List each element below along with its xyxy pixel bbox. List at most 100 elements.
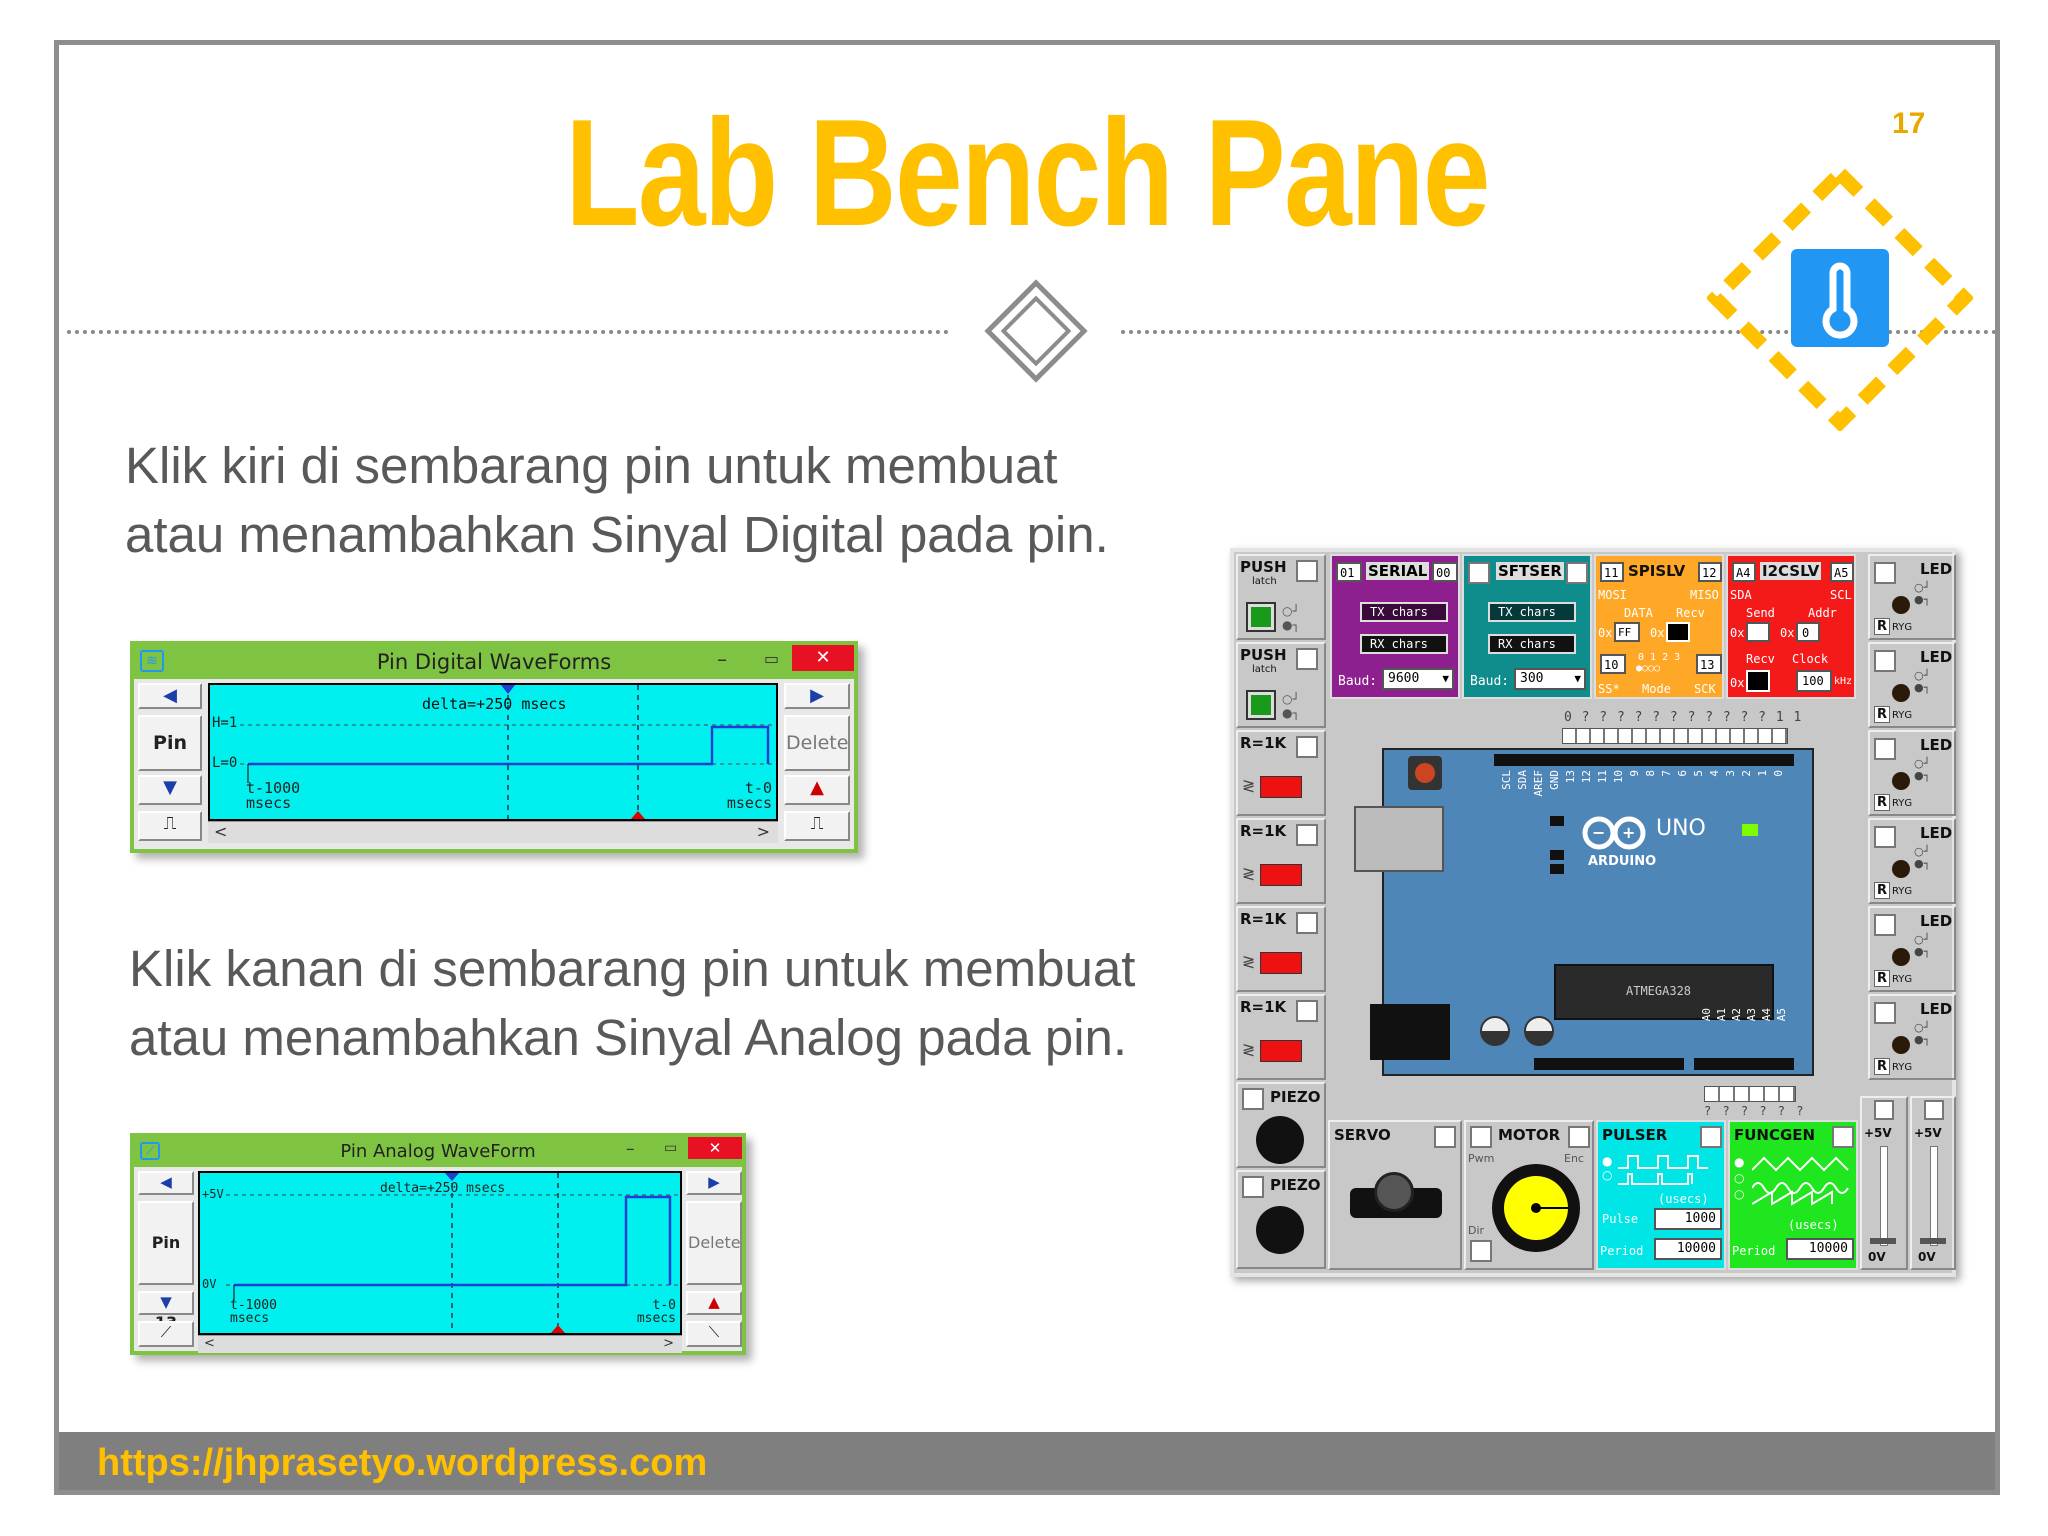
resistor-4-device[interactable]: R=1K ≷ (1236, 994, 1326, 1080)
led4-checkbox[interactable] (1874, 826, 1896, 848)
sftser-rx-button[interactable]: RX chars (1488, 634, 1576, 654)
digital-edge-button[interactable]: ⎍ (138, 811, 202, 841)
led1-checkbox[interactable] (1874, 562, 1896, 584)
minimize-button[interactable]: – (717, 647, 727, 671)
scroll-left-arrow[interactable]: < (204, 1336, 215, 1351)
r1-switch[interactable] (1260, 776, 1302, 798)
footer-url[interactable]: https://jhprasetyo.wordpress.com (97, 1442, 708, 1484)
spislv-mode-radios[interactable]: ●○○○ (1636, 663, 1661, 674)
scroll-right-button[interactable]: ▶ (686, 1171, 742, 1195)
motor-device[interactable]: MOTOR Pwm Enc Dir (1464, 1120, 1594, 1270)
delete-button[interactable]: Delete (784, 715, 850, 771)
r4-checkbox[interactable] (1296, 1000, 1318, 1022)
resistor-1-device[interactable]: R=1K ≷ (1236, 730, 1326, 816)
analog-pin-header[interactable] (1704, 1086, 1796, 1102)
i2cslv-addr-value[interactable]: 0 (1796, 622, 1820, 642)
serial-device[interactable]: 01 SERIAL 00 TX chars RX chars Baud: 960… (1330, 554, 1460, 699)
serial-tx-button[interactable]: TX chars (1360, 602, 1448, 622)
scroll-left-arrow[interactable]: < (214, 822, 228, 841)
pulser-pulse-value[interactable]: 1000 (1654, 1208, 1722, 1230)
led5-checkbox[interactable] (1874, 914, 1896, 936)
i2cslv-device[interactable]: A4 I2CSLV A5 SDA SCL Send Addr 0x 0x 0 R… (1726, 554, 1856, 699)
sftser-checkbox-2[interactable] (1566, 562, 1588, 584)
zoom-in-button[interactable]: ▼ (138, 775, 202, 805)
voltage-slider-2[interactable]: +5V 0V (1910, 1096, 1956, 1270)
minimize-button[interactable]: – (626, 1139, 635, 1159)
scroll-left-button[interactable]: ◀ (138, 1171, 194, 1195)
sftser-checkbox[interactable] (1468, 562, 1490, 584)
vslide2-track[interactable] (1930, 1146, 1938, 1246)
pulser-radios[interactable]: ●○ (1602, 1154, 1613, 1182)
led3-checkbox[interactable] (1874, 738, 1896, 760)
spislv-device[interactable]: 11 SPISLV 12 MOSI MISO DATA Recv 0x FF 0… (1594, 554, 1724, 699)
r2-checkbox[interactable] (1296, 824, 1318, 846)
maximize-button[interactable]: ▭ (764, 649, 780, 668)
digital-waveform-window[interactable]: ≋ Pin Digital WaveForms – ▭ ✕ ◀ Pin 13 ▼… (130, 641, 858, 853)
push2-checkbox[interactable] (1296, 648, 1318, 670)
reset-button[interactable] (1408, 756, 1442, 790)
funcgen-radios[interactable]: ●○○ (1734, 1155, 1745, 1201)
push1-checkbox[interactable] (1296, 560, 1318, 582)
vslide2-thumb[interactable] (1920, 1238, 1946, 1244)
i2cslv-send-value[interactable] (1746, 622, 1770, 642)
scroll-right-button[interactable]: ▶ (784, 683, 850, 709)
piezo-2-device[interactable]: PIEZO (1236, 1170, 1326, 1269)
servo-device[interactable]: SERVO (1328, 1120, 1462, 1270)
zoom-in-button[interactable]: ▼ (138, 1291, 194, 1315)
servo-checkbox[interactable] (1434, 1126, 1456, 1148)
pulser-checkbox[interactable] (1700, 1126, 1722, 1148)
pulser-device[interactable]: PULSER ●○ (usecs) Pulse 1000 Period 1000… (1596, 1120, 1726, 1270)
digital-pin-header[interactable] (1562, 728, 1788, 744)
analog-ramp-button[interactable]: ⟋ (138, 1321, 194, 1347)
push-button-2-device[interactable]: PUSH latch ○┘●┐ (1236, 642, 1326, 728)
push1-green-button[interactable] (1246, 602, 1276, 632)
vslide1-track[interactable] (1880, 1146, 1888, 1246)
scroll-right-arrow[interactable]: > (663, 1336, 674, 1351)
close-button[interactable]: ✕ (688, 1137, 742, 1159)
piezo-1-device[interactable]: PIEZO (1236, 1082, 1326, 1168)
zoom-out-button[interactable]: ▲ (784, 775, 850, 805)
voltage-slider-1[interactable]: +5V 0V (1860, 1096, 1908, 1270)
serial-baud-select[interactable]: 9600▼ (1382, 668, 1454, 690)
analog-window-titlebar[interactable]: ⟋ Pin Analog WaveForm – ▭ ✕ (134, 1137, 742, 1167)
serial-rx-button[interactable]: RX chars (1360, 634, 1448, 654)
resistor-2-device[interactable]: R=1K ≷ (1236, 818, 1326, 904)
r2-switch[interactable] (1260, 864, 1302, 886)
push-button-1-device[interactable]: PUSH latch ○┘●┐ (1236, 554, 1326, 640)
close-button[interactable]: ✕ (792, 645, 854, 671)
sftser-device[interactable]: SFTSER TX chars RX chars Baud: 300▼ (1462, 554, 1592, 699)
scroll-left-button[interactable]: ◀ (138, 683, 202, 709)
r3-switch[interactable] (1260, 952, 1302, 974)
analog-waveform-window[interactable]: ⟋ Pin Analog WaveForm – ▭ ✕ ◀ Pin 13 ▼ ⟋… (130, 1133, 746, 1355)
digital-edge-button-2[interactable]: ⎍ (784, 811, 850, 841)
sftser-baud-select[interactable]: 300▼ (1514, 668, 1586, 690)
digital-window-titlebar[interactable]: ≋ Pin Digital WaveForms – ▭ ✕ (134, 645, 854, 679)
delete-button[interactable]: Delete (686, 1201, 742, 1285)
lab-bench-pane[interactable]: PUSH latch ○┘●┐ PUSH latch ○┘●┐ R=1K ≷ R… (1230, 548, 1956, 1277)
spislv-data-value[interactable]: FF (1614, 622, 1640, 642)
vslide1-thumb[interactable] (1870, 1238, 1896, 1244)
maximize-button[interactable]: ▭ (664, 1140, 678, 1156)
analog-ramp-button-2[interactable]: ⟍ (686, 1321, 742, 1347)
funcgen-checkbox[interactable] (1832, 1126, 1854, 1148)
pulser-period-value[interactable]: 10000 (1654, 1238, 1722, 1260)
scroll-right-arrow[interactable]: > (756, 822, 770, 841)
resistor-3-device[interactable]: R=1K ≷ (1236, 906, 1326, 992)
funcgen-period-value[interactable]: 10000 (1786, 1238, 1854, 1260)
push2-green-button[interactable] (1246, 690, 1276, 720)
piezo2-checkbox[interactable] (1242, 1176, 1264, 1198)
funcgen-device[interactable]: FUNCGEN ●○○ (usecs) Period 10000 (1728, 1120, 1858, 1270)
r3-checkbox[interactable] (1296, 912, 1318, 934)
vslide1-checkbox[interactable] (1874, 1100, 1894, 1120)
sftser-tx-button[interactable]: TX chars (1488, 602, 1576, 622)
r1-checkbox[interactable] (1296, 736, 1318, 758)
vslide2-checkbox[interactable] (1924, 1100, 1944, 1120)
piezo1-checkbox[interactable] (1242, 1088, 1264, 1110)
